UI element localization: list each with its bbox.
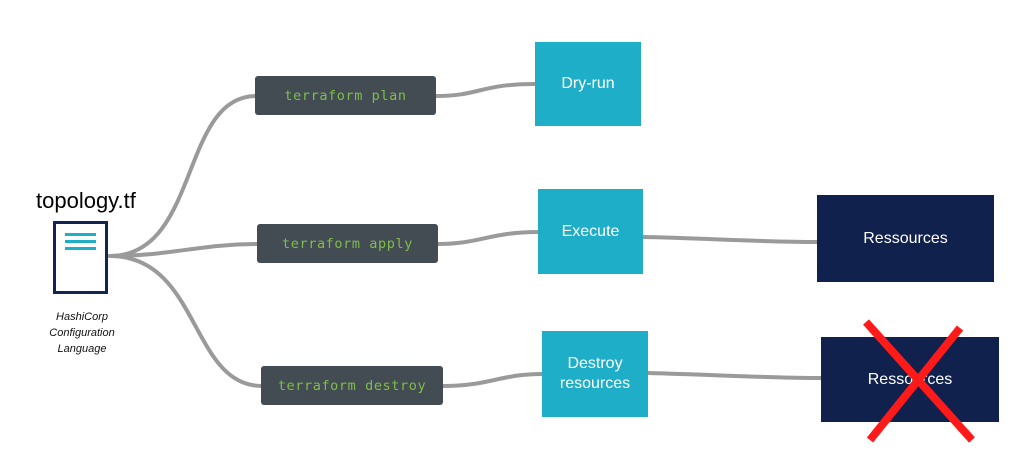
caption-line: Language xyxy=(57,343,107,355)
connector-file-to-destroy xyxy=(108,254,264,388)
resources-destroyed: Ressources xyxy=(821,337,999,422)
doc-line xyxy=(65,247,96,250)
resources-created: Ressources xyxy=(817,195,994,282)
connector-destroybox-to-ressources xyxy=(646,371,823,380)
outcome-execute: Execute xyxy=(538,189,643,274)
file-name: topology.tf xyxy=(36,188,136,213)
caption-line: HashiCorp xyxy=(56,311,108,323)
connector-execute-to-ressources xyxy=(641,235,819,244)
connector-apply-to-execute xyxy=(436,230,540,246)
connector-file-to-plan xyxy=(108,94,258,258)
command-plan: terraform plan xyxy=(255,76,436,115)
outcome-destroy-line: Destroy xyxy=(567,355,623,372)
outcome-destroy-resources: Destroy resources xyxy=(542,331,648,417)
red-cross-icon xyxy=(863,319,975,443)
doc-line xyxy=(65,233,96,236)
document-icon xyxy=(53,221,108,294)
outcome-destroy-line: resources xyxy=(559,375,631,392)
caption-line: Configuration xyxy=(49,327,115,339)
command-apply: terraform apply xyxy=(257,224,438,263)
connector-plan-to-dryrun xyxy=(434,82,537,98)
doc-line xyxy=(65,240,96,243)
connector-destroy-to-box xyxy=(441,372,544,388)
outcome-dry-run: Dry-run xyxy=(535,42,641,126)
command-destroy: terraform destroy xyxy=(261,366,443,405)
file-caption: HashiCorp Configuration Language xyxy=(22,309,142,357)
connector-file-to-apply xyxy=(108,242,260,258)
